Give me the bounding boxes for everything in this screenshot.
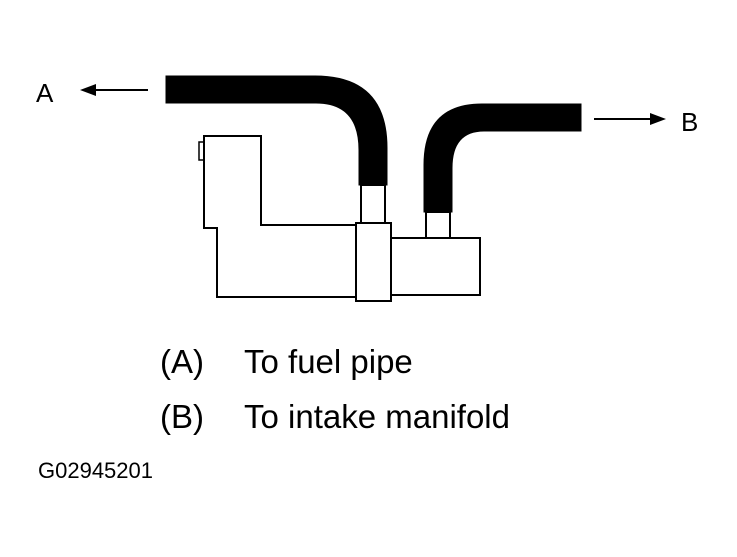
arrow-b bbox=[594, 113, 666, 125]
legend-code-b: (B) bbox=[160, 398, 204, 435]
valve-body bbox=[203, 135, 357, 298]
figure-id: G02945201 bbox=[38, 458, 153, 483]
legend-item-a: (A) To fuel pipe bbox=[160, 342, 413, 382]
legend-code-a: (A) bbox=[160, 343, 204, 380]
pipe-stub-b bbox=[425, 211, 451, 239]
legend-item-b: (B) To intake manifold bbox=[160, 397, 510, 437]
legend-text-b: To intake manifold bbox=[244, 398, 510, 435]
label-a: A bbox=[36, 78, 54, 108]
hose-b bbox=[423, 103, 582, 213]
valve-housing-right bbox=[390, 237, 481, 296]
valve-tab bbox=[198, 141, 204, 161]
label-b: B bbox=[681, 107, 698, 137]
hose-a bbox=[165, 75, 388, 186]
valve-fitting bbox=[355, 222, 392, 302]
arrow-a bbox=[80, 84, 148, 96]
legend-text-a: To fuel pipe bbox=[244, 343, 413, 380]
pipe-stub-a bbox=[360, 184, 386, 224]
